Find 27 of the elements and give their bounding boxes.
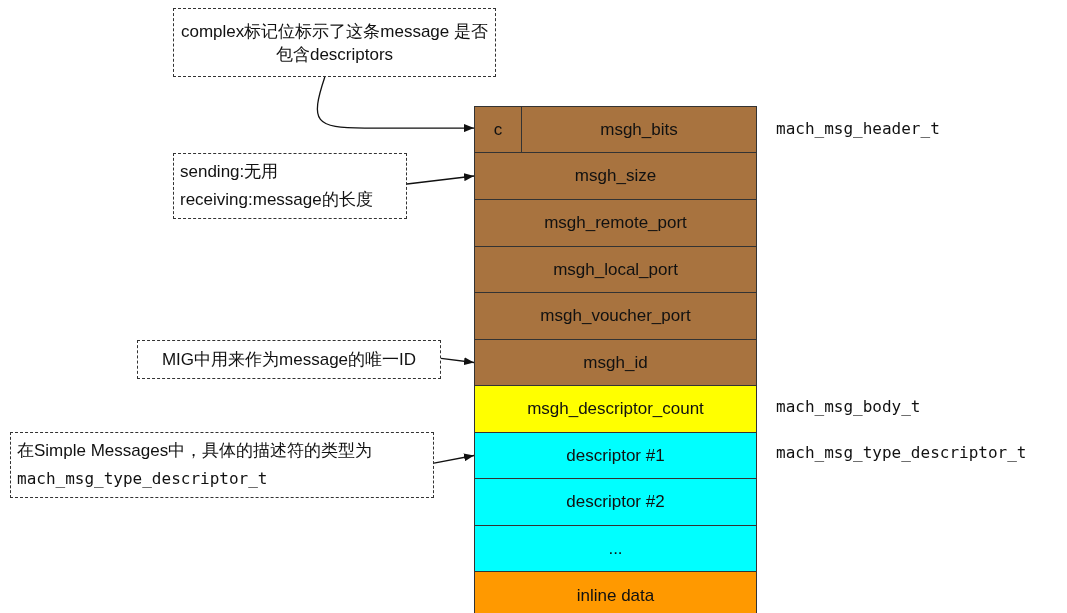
field-cell: descriptor #1: [474, 432, 757, 479]
arrow: [440, 357, 475, 366]
type-label: mach_msg_header_t: [776, 118, 940, 138]
note-box: [173, 153, 407, 219]
arrow: [433, 453, 475, 464]
note-box: complex标记位标示了这条message 是否包含descriptors: [173, 8, 496, 77]
field-cell: msgh_voucher_port: [474, 292, 757, 340]
note-text: receiving:message的长度: [180, 189, 373, 211]
arrow: [406, 173, 475, 185]
arrow: [316, 76, 475, 133]
field-cell: inline data: [474, 571, 757, 613]
type-label: mach_msg_type_descriptor_t: [776, 442, 1027, 462]
note-text: mach_msg_type_descriptor_t: [17, 468, 268, 490]
note-text: sending:无用: [180, 161, 279, 183]
field-cell: msgh_bits: [521, 106, 757, 153]
field-cell: msgh_local_port: [474, 246, 757, 293]
field-cell: ...: [474, 525, 757, 572]
field-cell: msgh_descriptor_count: [474, 385, 757, 433]
note-text: 在Simple Messages中，具体的描述符的类型为: [17, 440, 373, 462]
note-box: MIG中用来作为message的唯一ID: [137, 340, 441, 379]
field-cell: msgh_size: [474, 152, 757, 200]
field-cell: c: [474, 106, 522, 153]
field-cell: msgh_remote_port: [474, 199, 757, 247]
type-label: mach_msg_body_t: [776, 396, 921, 416]
note-box: [10, 432, 434, 498]
field-cell: descriptor #2: [474, 478, 757, 526]
field-cell: msgh_id: [474, 339, 757, 386]
